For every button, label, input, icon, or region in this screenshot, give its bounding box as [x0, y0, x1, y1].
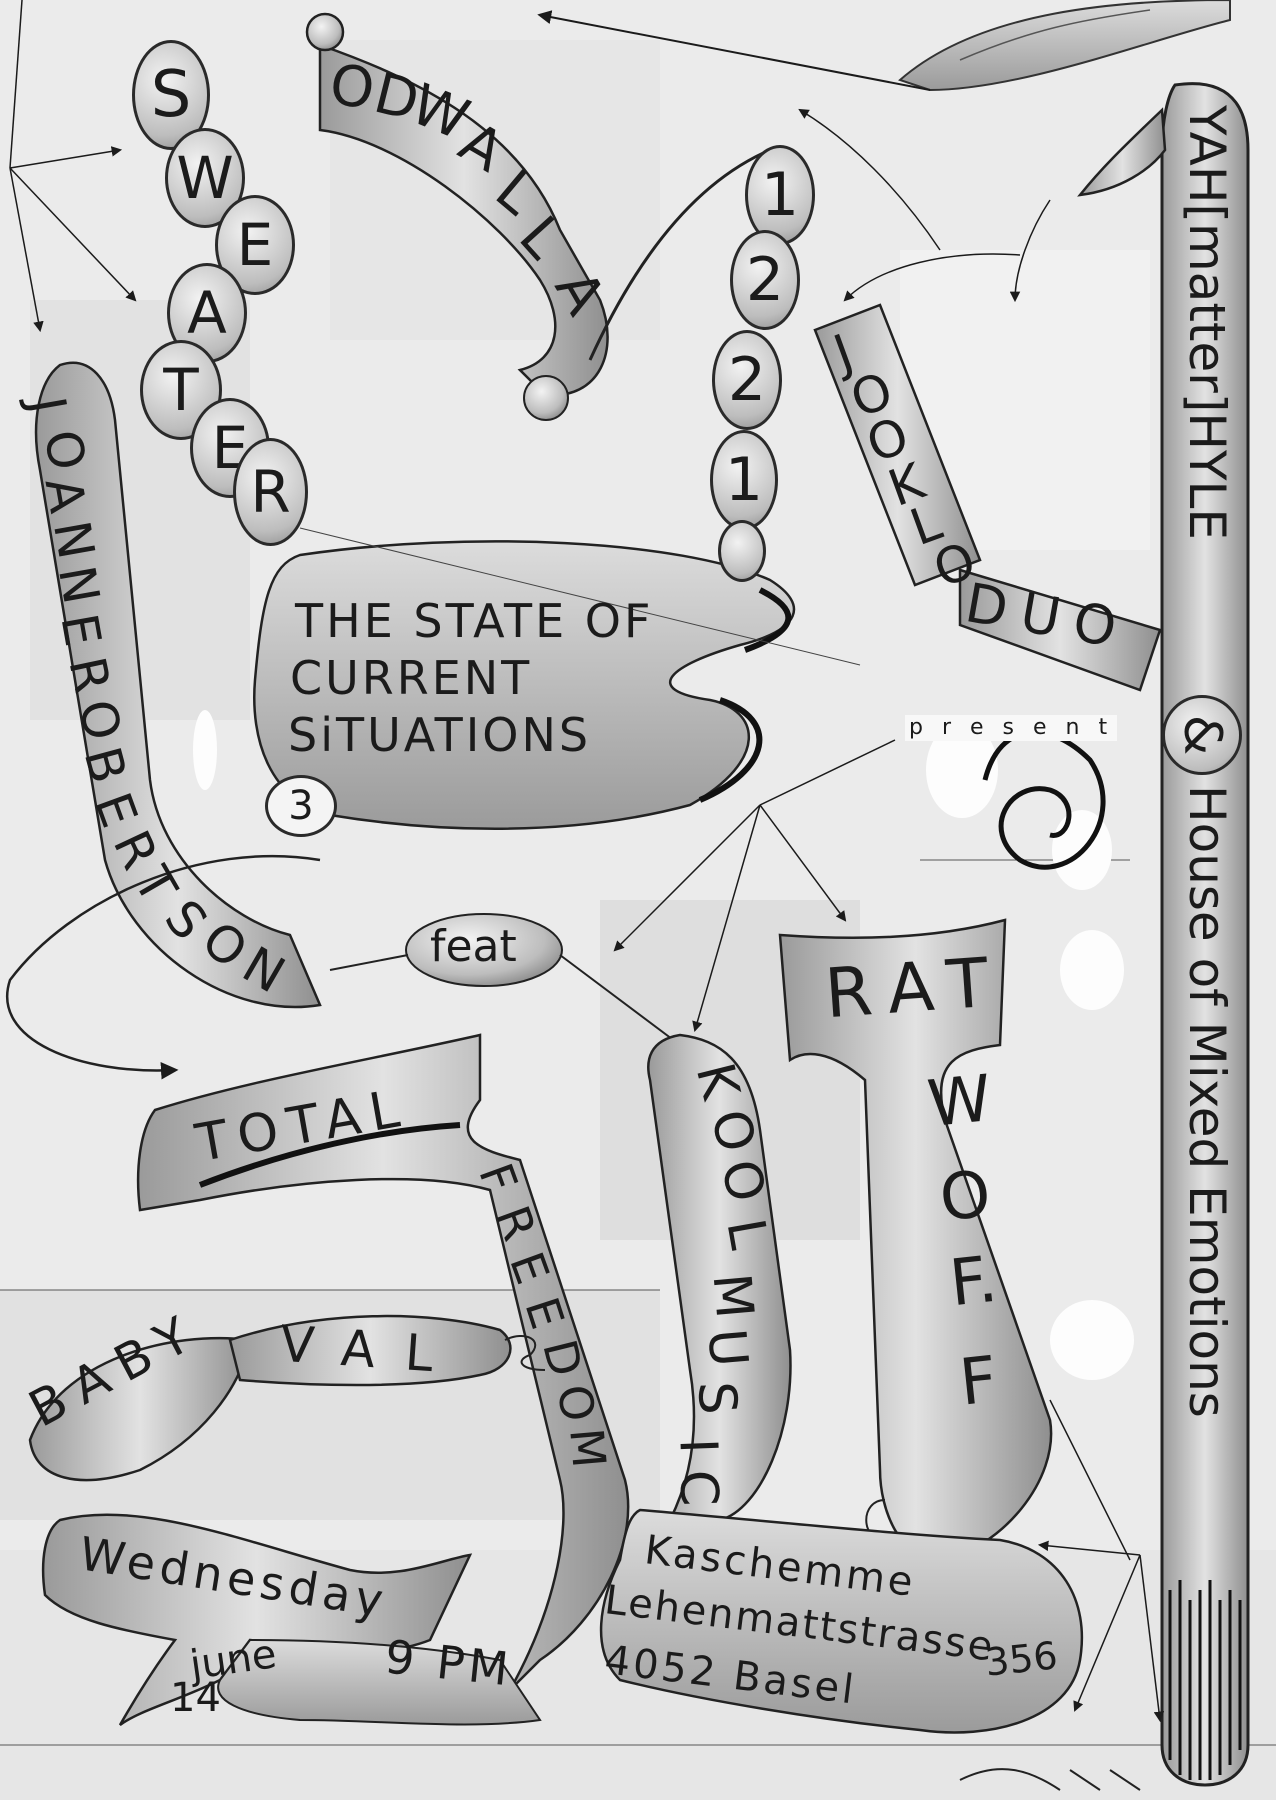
- kool-music-letter: S: [685, 1380, 748, 1416]
- odwalla-letter: O: [325, 52, 379, 123]
- yah-hyle-label: YAH[matter]HYLE: [1178, 105, 1236, 540]
- sweater-letter-disc: A: [167, 263, 247, 363]
- number-digit-disc: 2: [730, 230, 800, 330]
- woff-letter: W: [924, 1061, 995, 1143]
- woff-letter: F: [956, 1343, 1001, 1421]
- title-line-2: CURRENT: [290, 651, 533, 705]
- sweater-letter-disc: S: [132, 40, 210, 150]
- val-label: VAL: [278, 1314, 465, 1386]
- title-number-disc: 3: [265, 775, 337, 837]
- woff-letter: F.: [946, 1242, 1001, 1322]
- freedom-letter: M: [559, 1425, 617, 1471]
- ampersand-disc: &: [1162, 695, 1242, 775]
- number-digit-disc: 1: [745, 145, 815, 245]
- kool-music-letter: C: [667, 1468, 729, 1508]
- house-of-mixed-emotions-label: House of Mixed Emotions: [1178, 785, 1236, 1418]
- time-label: 9 PM: [382, 1629, 515, 1697]
- number-blank-disc: [718, 520, 766, 582]
- venue-number: 356: [982, 1633, 1060, 1685]
- kool-music-letter: I: [667, 1437, 728, 1455]
- rat-label: RAT: [822, 942, 1009, 1035]
- feat-label: feat: [430, 921, 517, 972]
- title-line-1: THE STATE OF: [295, 594, 654, 648]
- woff-letter: O: [936, 1157, 995, 1237]
- sweater-letter-disc: R: [233, 438, 308, 546]
- date-label: 14: [170, 1675, 221, 1721]
- number-digit-disc: 1: [710, 430, 778, 530]
- present-label: p r e s e n t: [905, 715, 1118, 741]
- title-line-3: SiTUATIONS: [288, 708, 592, 762]
- number-digit-disc: 2: [712, 330, 782, 430]
- kool-music-letter: U: [695, 1326, 759, 1370]
- kool-music-letter: M: [700, 1271, 765, 1321]
